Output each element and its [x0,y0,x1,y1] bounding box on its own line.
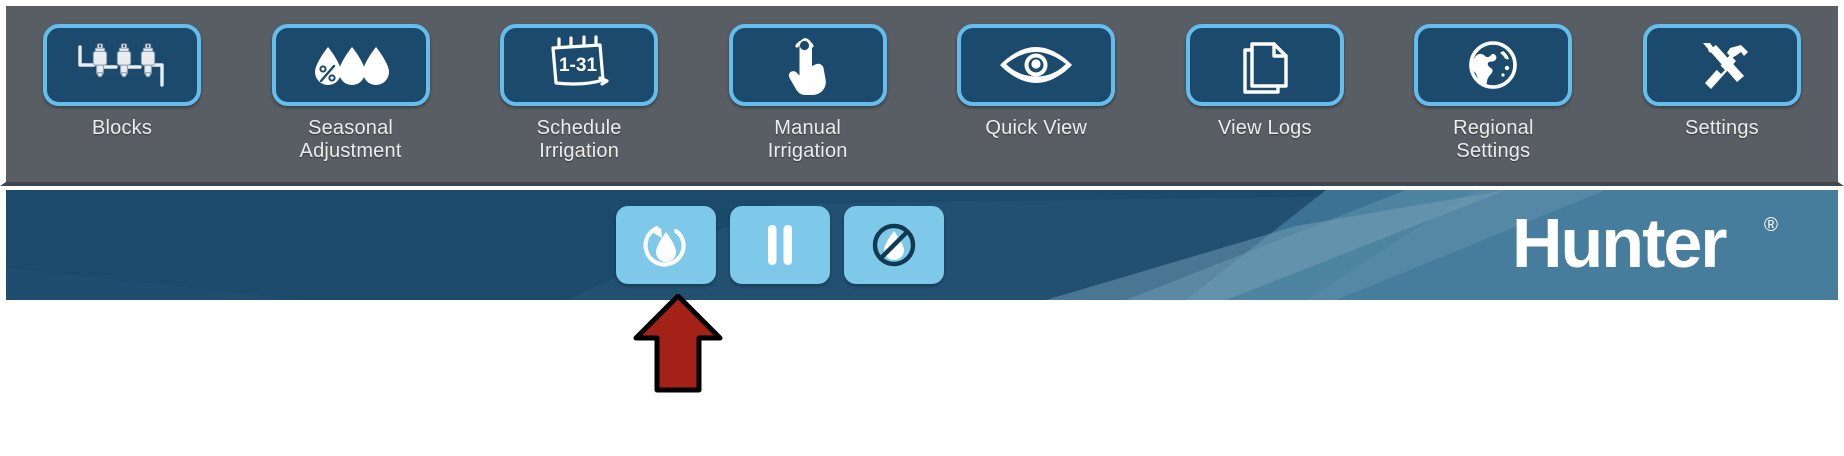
registered-trademark-symbol: ® [1764,215,1778,236]
documents-icon [1238,36,1292,94]
hammer-wrench-icon [1693,37,1751,93]
blocks-tile[interactable] [43,24,201,106]
hunter-brand-text: Hunter [1512,205,1727,282]
water-drop-refresh-icon [640,219,692,271]
calendar-1-31-icon: 1-31 [544,34,614,96]
nav-item-schedule-irrigation[interactable]: 1-31 Schedule Irrigation [481,24,677,163]
quick-view-tile[interactable] [957,24,1116,106]
eye-icon [992,43,1080,87]
nav-item-manual-irrigation[interactable]: Manual Irrigation [710,24,906,163]
calendar-range-text: 1-31 [559,55,597,76]
irrigation-control-buttons [616,206,944,284]
nav-item-regional-settings[interactable]: Regional Settings [1395,24,1591,163]
annotation-red-up-arrow [628,293,728,399]
settings-tile[interactable] [1642,24,1801,106]
seasonal-adjustment-tile[interactable] [271,24,430,106]
nav-item-settings[interactable]: Settings [1624,24,1820,140]
regional-settings-tile[interactable] [1414,24,1573,106]
nav-label-seasonal-adjustment: Seasonal Adjustment [299,117,402,162]
nav-label-blocks: Blocks [91,117,153,139]
nav-label-settings: Settings [1685,117,1759,139]
nav-label-schedule-irrigation: Schedule Irrigation [536,117,622,162]
globe-icon [1465,37,1521,93]
nav-item-blocks[interactable]: Blocks [24,24,220,140]
schedule-irrigation-tile[interactable]: 1-31 [500,24,659,106]
percent-droplets-icon [307,39,395,91]
irrigation-control-bar: Hunter ® [6,190,1838,300]
nav-item-view-logs[interactable]: View Logs [1167,24,1363,140]
view-logs-tile[interactable] [1185,24,1344,106]
pause-irrigation-button[interactable] [730,206,830,284]
no-water-icon [869,220,919,270]
nav-label-view-logs: View Logs [1217,117,1312,139]
nav-label-quick-view: Quick View [985,117,1088,139]
stop-irrigation-button[interactable] [844,206,944,284]
nav-item-seasonal-adjustment[interactable]: Seasonal Adjustment [253,24,449,163]
hand-tap-icon [785,34,831,96]
valves-icon [74,37,170,93]
hunter-logo: Hunter ® [1512,205,1812,284]
run-irrigation-button[interactable] [616,206,716,284]
top-navigation-bar: Blocks Seasonal Adjust [0,0,1844,186]
nav-item-quick-view[interactable]: Quick View [938,24,1134,140]
nav-label-manual-irrigation: Manual Irrigation [767,117,848,162]
manual-irrigation-tile[interactable] [728,24,887,106]
nav-label-regional-settings: Regional Settings [1453,117,1534,162]
pause-icon [763,223,797,267]
